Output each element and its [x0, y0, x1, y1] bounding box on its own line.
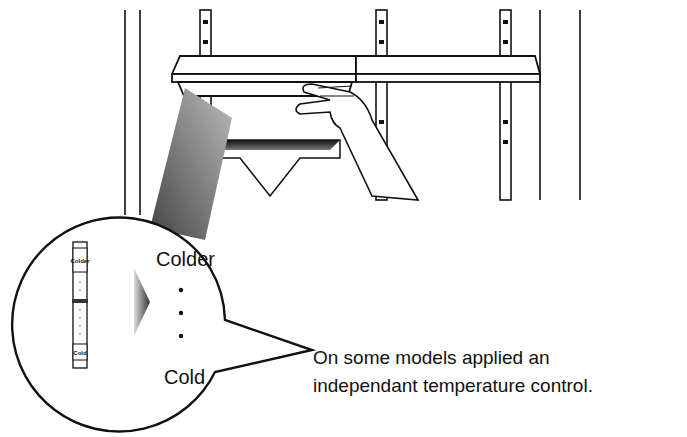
slider-label: Colder — [70, 258, 89, 265]
note-text: On some models applied an independant te… — [313, 344, 643, 399]
slider-label: Cold — [73, 350, 86, 357]
scale-label: Cold — [164, 366, 205, 388]
scale-label: Colder — [156, 248, 215, 270]
